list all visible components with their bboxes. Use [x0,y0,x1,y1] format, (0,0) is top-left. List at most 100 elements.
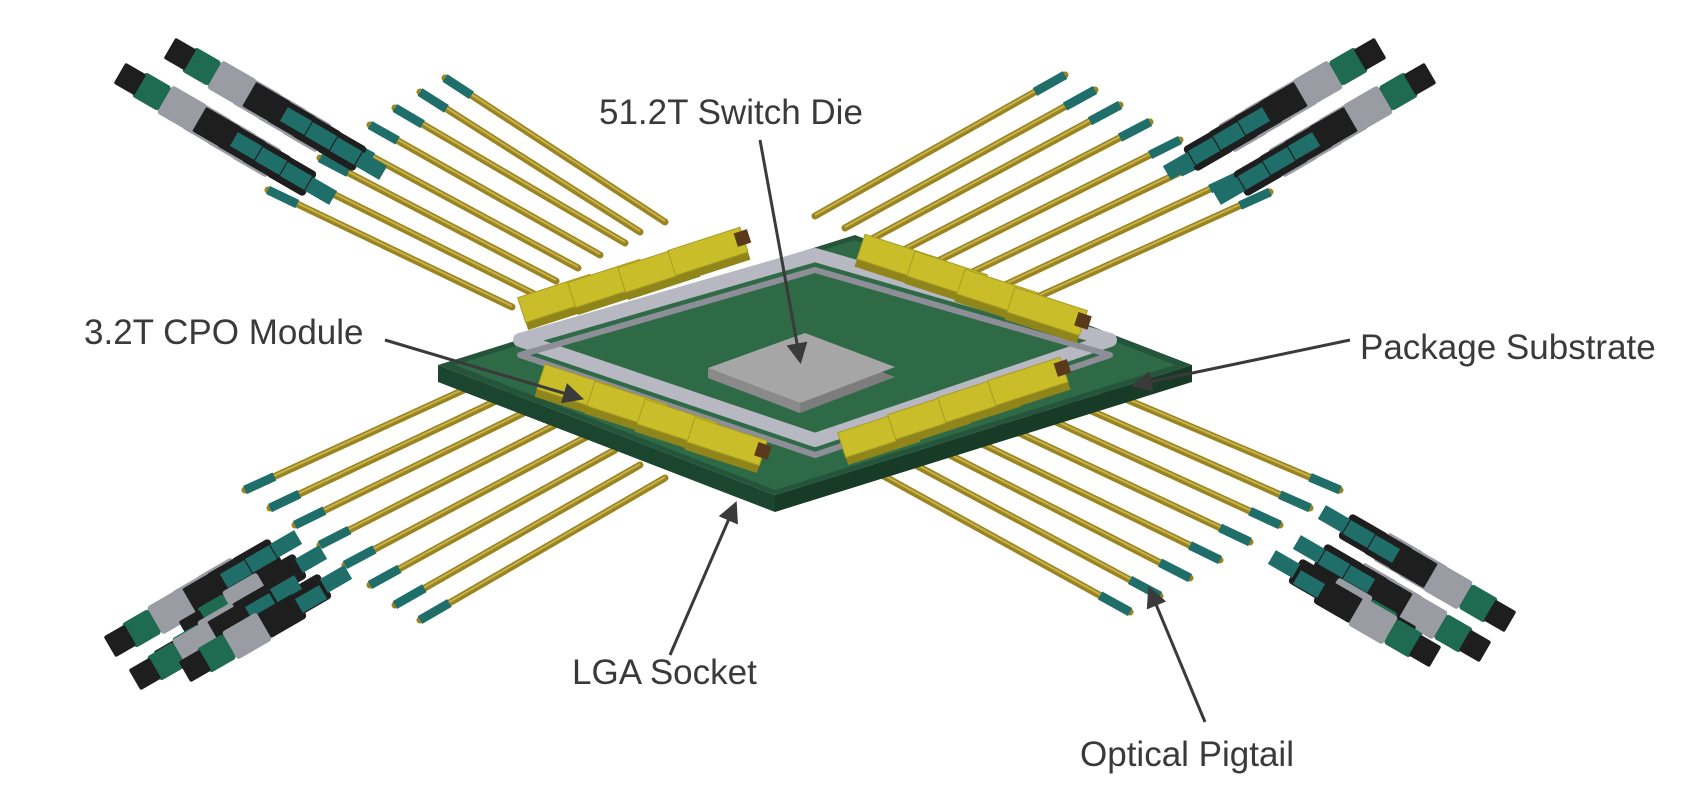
package-substrate-label: Package Substrate [1360,328,1656,367]
fiber-highlight-14 [844,88,1096,228]
connector-strain-relief [1317,505,1351,533]
connector-strain-relief [354,152,388,180]
switch-die-label: 51.2T Switch Die [599,93,863,132]
fiber-jacket-31 [1308,473,1342,495]
connector-strain-relief [329,137,363,165]
connector-strain-relief [269,530,303,558]
optical-pigtail-label: Optical Pigtail [1080,735,1294,774]
connector-strain-relief [1187,137,1221,165]
fiber-highlight-13 [1019,190,1271,305]
optical-fiber-ribbons [241,71,1344,624]
fiber-jacket-21 [392,584,427,609]
connector-strain-relief [304,177,338,205]
connector-strain-relief [244,545,278,573]
connector-strain-relief [254,147,288,175]
connector-boot [191,107,242,151]
mpo-connector-29 [1342,565,1491,662]
cpo-module-coupler [754,442,772,460]
cpo-module-label: 3.2T CPO Module [84,313,364,352]
connector-strain-relief [1292,535,1326,563]
connector-strain-relief [219,560,253,588]
connector-sleeve [207,61,257,107]
fiber-highlight-26 [999,422,1251,542]
cpo-module-leader [384,338,585,404]
fiber-jacket-14 [1062,86,1098,111]
connector-sleeve [157,86,207,132]
fiber-highlight-27 [1029,408,1281,525]
connector-sleeve [1293,61,1343,107]
connector-ferrule [179,650,211,682]
connector-boot [256,594,307,638]
fiber-highlight-4 [419,90,641,232]
connector-housing [147,642,186,681]
mpo-connectors [104,38,1516,690]
fiber-jacket-27 [1248,507,1282,530]
fiber-highlight-3 [319,156,557,281]
fiber-highlight-20 [269,390,516,508]
connector-boot [1313,579,1364,623]
fiber-jacket-5 [442,74,474,100]
connector-housing [197,634,236,673]
connector-ferrule [129,658,161,690]
connector-boot [206,602,257,646]
fiber-jacket-24 [1157,558,1193,583]
connector-strain-relief [279,107,313,135]
fiber-highlight-22 [419,476,666,620]
connector-strain-relief [269,575,303,603]
fiber-highlight-10 [929,138,1181,265]
mpo-connector-15 [1237,38,1386,135]
connector-strain-relief [1367,535,1401,563]
fiber-jacket-26 [1218,523,1252,547]
fiber-highlight-9 [899,120,1151,252]
connector-housing [132,72,171,111]
fiber-jacket-15 [1032,71,1068,96]
cpo-module-coupler [1053,359,1072,377]
connector-ferrule [164,38,196,70]
connector-strain-relief [1162,152,1196,180]
fiber-jacket-22 [417,599,452,624]
connector-strain-relief [1342,565,1376,593]
fiber-highlight-1 [369,123,601,255]
fiber-highlight-30 [879,472,1131,612]
lga-socket [513,248,1117,458]
fiber-jacket-9 [1117,118,1153,142]
fiber-jacket-10 [1147,135,1183,160]
connector-housing [1434,614,1473,653]
fiber-jacket-30 [1097,591,1133,616]
cpo-module-coupler [1074,312,1092,330]
connector-strain-relief [1287,132,1321,160]
fiber-jacket-8 [1087,101,1123,126]
connector-strain-relief [229,132,263,160]
connector-strain-relief [244,593,278,621]
connector-boot [1388,544,1439,588]
mpo-connector-7 [164,38,313,135]
connector-strain-relief [1212,177,1246,205]
fiber-highlight-28 [909,460,1161,596]
optical-pigtail-leader [1146,586,1207,723]
connector-strain-relief [1342,520,1376,548]
fiber-jacket-25 [1188,541,1222,565]
connector-strain-relief [1317,550,1351,578]
connector-housing [1459,584,1498,623]
fiber-highlight-8 [869,103,1121,240]
connector-ferrule [1354,38,1386,70]
connector-boot [181,569,232,613]
fiber-jacket-19 [367,564,402,589]
fiber-highlight-23 [244,376,491,490]
connector-strain-relief [1237,107,1271,135]
connector-sleeve [1348,598,1398,644]
connector-boot [241,82,292,126]
connector-strain-relief [294,585,328,613]
mpo-connector-31 [1292,570,1441,667]
switch-die [708,333,895,413]
connector-sleeve [222,613,272,659]
fiber-highlight-18 [344,433,591,565]
connector-strain-relief [294,545,328,573]
connector-housing [122,609,161,648]
lga-socket-leader [668,501,738,656]
connector-ferrule [1484,600,1516,632]
fiber-jacket-18 [342,545,377,569]
fiber-jacket-1 [367,121,400,145]
connector-housing [1384,619,1423,658]
